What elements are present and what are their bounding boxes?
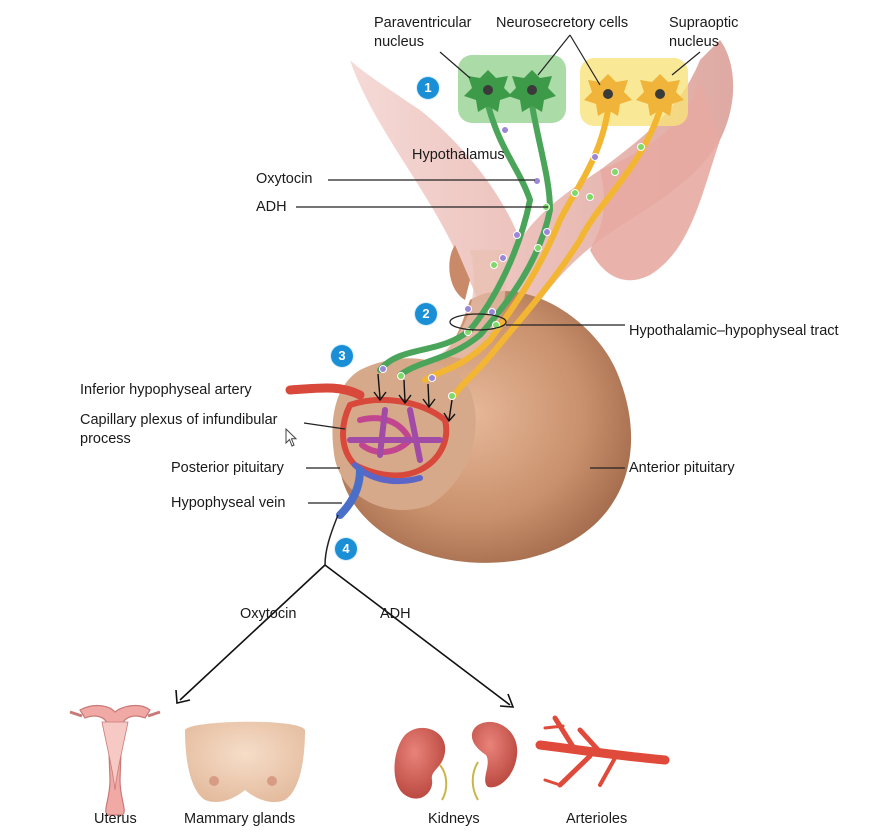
label-paraventricular: Paraventricular nucleus <box>374 15 472 50</box>
label-tract: Hypothalamic–hypophyseal tract <box>629 323 839 339</box>
label-arterioles: Arterioles <box>566 811 628 827</box>
label-mammary: Mammary glands <box>184 811 296 827</box>
label-uterus: Uterus <box>94 811 137 827</box>
step-3-badge: 3 <box>331 345 353 367</box>
label-capillary-plexus: Capillary plexus of infundibular process <box>80 412 278 447</box>
kidneys-image <box>394 721 518 801</box>
vein-outflow-line <box>324 514 339 566</box>
label-hypophyseal-vein: Hypophyseal vein <box>171 495 286 511</box>
step-2-badge: 2 <box>415 303 437 325</box>
leader-lines <box>296 34 701 504</box>
label-oxytocin-top: Oxytocin <box>256 171 313 187</box>
neuron-cell-bodies <box>464 70 684 116</box>
distribution-arrows <box>175 564 515 708</box>
mouse-pointer-icon <box>285 428 298 447</box>
adh-axons <box>422 107 663 398</box>
hypophyseal-vein <box>336 466 364 519</box>
label-adh-bottom: ADH <box>380 606 411 622</box>
step-1-badge: 1 <box>417 77 439 99</box>
infundibulum <box>440 250 507 360</box>
step-4-badge: 4 <box>335 538 357 560</box>
tract-ellipse <box>449 313 507 331</box>
hypothalamus-tissue <box>350 40 734 330</box>
arterioles-image <box>535 715 670 788</box>
label-posterior-pituitary: Posterior pituitary <box>171 460 284 476</box>
uterus-image <box>69 704 161 816</box>
label-kidneys: Kidneys <box>428 811 480 827</box>
mammary-image <box>185 721 305 803</box>
release-arrows <box>373 373 456 423</box>
inferior-hypophyseal-artery <box>285 383 365 400</box>
oxytocin-axons <box>377 102 554 378</box>
label-hypothalamus: Hypothalamus <box>412 147 505 163</box>
label-neurosecretory: Neurosecretory cells <box>496 15 629 31</box>
label-anterior-pituitary: Anterior pituitary <box>629 460 735 476</box>
label-supraoptic: Supraoptic nucleus <box>669 15 739 50</box>
label-adh-top: ADH <box>256 199 287 215</box>
label-inferior-artery: Inferior hypophyseal artery <box>80 382 252 398</box>
label-oxytocin-bottom: Oxytocin <box>240 606 297 622</box>
